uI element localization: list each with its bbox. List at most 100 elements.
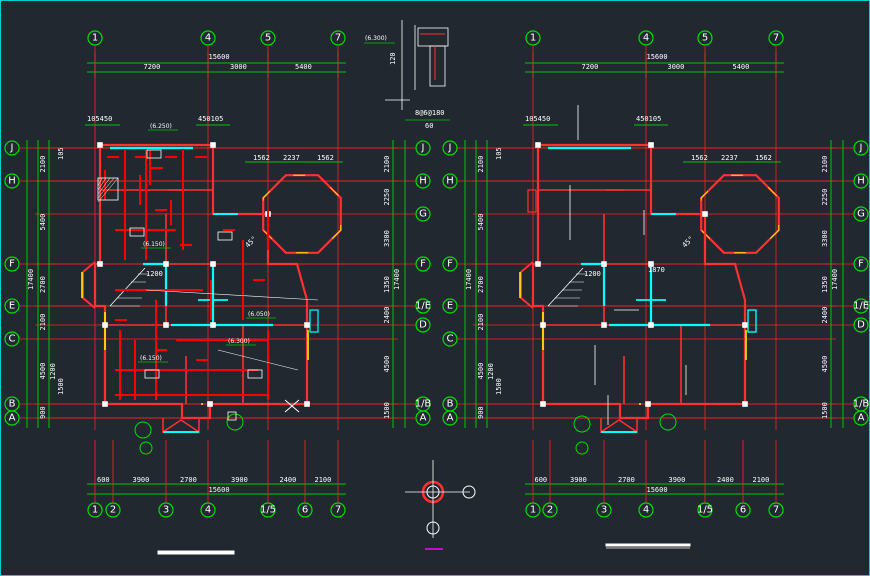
hatch (97, 177, 107, 191)
elevation-label: (6.300) (228, 338, 250, 345)
dim-top-small: 450105 (636, 115, 661, 123)
dim-left-part: 4500 (39, 363, 47, 380)
dim-right-part: 2100 (383, 156, 391, 173)
bay-window (262, 174, 342, 254)
axis-bubble-bottom-label: 2 (547, 505, 553, 516)
dim-left-inner: 105 (57, 147, 65, 160)
hatch (97, 177, 119, 203)
slab-label-box (217, 231, 233, 241)
axis-bubble-right-label: F (420, 259, 426, 270)
detail-rebar-label: 8@6@180 (415, 109, 445, 117)
dim-bottom-total: 15600 (647, 486, 668, 494)
axis-bubble-left-label: H (446, 176, 454, 187)
axis-bubble-bottom-label: 4 (643, 505, 649, 516)
dim-left-inner: 1200 (49, 363, 57, 380)
dim-left-inner: 1500 (495, 378, 503, 395)
column (601, 261, 607, 267)
detail-section (429, 45, 446, 87)
dim-top-part: 7200 (144, 63, 161, 71)
axis-bubble-top-label: 5 (265, 33, 271, 44)
dim-top-part: 5400 (733, 63, 750, 71)
left-bay (520, 261, 534, 309)
dim-right-part: 2400 (821, 307, 829, 324)
slab-label-box (129, 227, 145, 237)
column (97, 142, 103, 148)
column (163, 322, 169, 328)
dim-right-part: 4500 (821, 356, 829, 373)
side-window (747, 309, 757, 333)
room-width: 1870 (648, 266, 665, 274)
leader-line (217, 349, 299, 371)
axis-bubble-left-label: A (9, 413, 16, 424)
column (742, 401, 748, 407)
detail-elevation: (6.300) (365, 35, 387, 42)
dim-right-part: 3300 (821, 230, 829, 247)
dim-top-part: 3000 (668, 63, 685, 71)
dim-left-part: 4500 (477, 363, 485, 380)
dim-right-outer: 17400 (831, 269, 839, 290)
axis-bubble-right-label: H (419, 176, 427, 187)
hatch (97, 177, 115, 199)
stair-line (109, 267, 146, 307)
column (210, 261, 216, 267)
dim-left-part: 900 (477, 406, 485, 419)
axis-bubble-top-label: 1 (530, 33, 536, 44)
room-width: 1200 (584, 270, 601, 278)
dim-bottom-part: 3900 (133, 476, 150, 484)
column (304, 401, 310, 407)
dim-bay: 2237 (721, 154, 738, 162)
dim-left-part: 2100 (39, 314, 47, 331)
axis-bubble-right-label: G (419, 209, 427, 220)
axis-bubble-left-label: F (447, 259, 453, 270)
axis-bubble-bottom-label: 6 (302, 505, 308, 516)
angle-label: 45° (681, 235, 696, 250)
stair-line (547, 267, 584, 307)
dim-top-small: 105450 (525, 115, 550, 123)
detail-dim: 120 (389, 52, 397, 65)
dim-bottom-part: 2400 (280, 476, 297, 484)
dim-top-total: 15600 (209, 53, 230, 61)
dim-right-part: 1500 (383, 402, 391, 419)
dim-bottom-total: 15600 (209, 486, 230, 494)
dim-left-inner: 105 (495, 147, 503, 160)
section-circle (659, 413, 677, 431)
axis-bubble-right-label: 1/B (415, 399, 432, 410)
axis-bubble-left-label: B (9, 399, 16, 410)
dim-top-small: 450105 (198, 115, 223, 123)
axis-bubble-right-label: J (421, 143, 425, 154)
axis-bubble-right-label: 1/E (415, 301, 431, 312)
column (535, 261, 541, 267)
dim-bottom-part: 2100 (753, 476, 770, 484)
dim-top-small: 105450 (87, 115, 112, 123)
axis-bubble-left-label: B (447, 399, 454, 410)
column (304, 322, 310, 328)
axis-bubble-bottom-label: 4 (205, 505, 211, 516)
axis-bubble-right-label: J (859, 143, 863, 154)
axis-bubble-bottom-label: 3 (163, 505, 169, 516)
hatched-block (97, 177, 119, 201)
section-circle (226, 413, 244, 431)
column (742, 322, 748, 328)
axis-bubble-bottom-label: 1/5 (260, 505, 276, 516)
column (601, 322, 607, 328)
dim-bottom-part: 2700 (180, 476, 197, 484)
dim-right-outer: 17400 (393, 269, 401, 290)
dim-right-part: 1350 (821, 276, 829, 293)
axis-bubble-right-label: G (857, 209, 865, 220)
column (535, 142, 541, 148)
detail-dim: 60 (425, 122, 433, 130)
dim-left-inner: 1200 (487, 363, 495, 380)
small-box (227, 411, 237, 421)
column-detail-tag (426, 521, 440, 535)
axis-bubble-bottom-label: 2 (110, 505, 116, 516)
side-window (747, 309, 757, 333)
axis-bubble-bottom-label: 7 (335, 505, 341, 516)
detail-section (417, 27, 449, 47)
exterior-wall (531, 143, 747, 420)
dim-left-part: 2100 (477, 156, 485, 173)
dim-top-part: 3000 (230, 63, 247, 71)
axis-bubble-right-label: A (420, 413, 427, 424)
dim-right-part: 2250 (821, 189, 829, 206)
column (97, 261, 103, 267)
axis-bubble-left-label: J (10, 143, 14, 154)
